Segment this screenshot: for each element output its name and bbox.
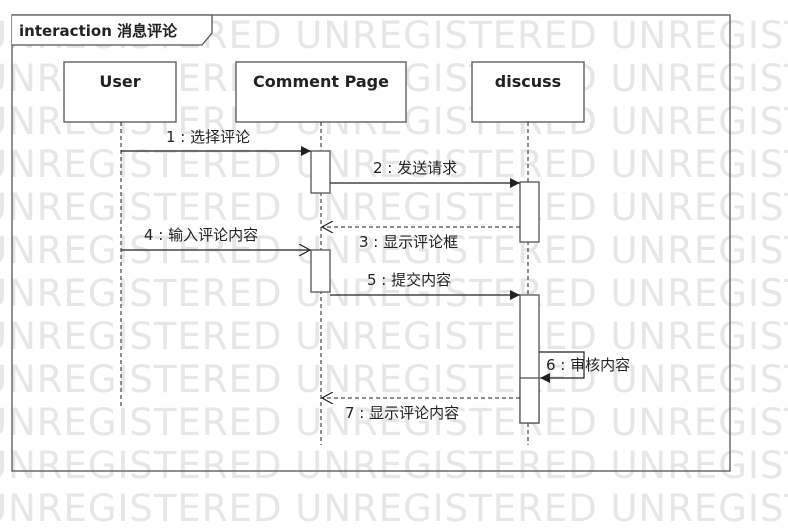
activation-bar bbox=[519, 377, 540, 424]
activation-bar bbox=[310, 150, 331, 194]
message-2: 2 : 发送请求 bbox=[330, 159, 520, 188]
message-4-label: 4 : 输入评论内容 bbox=[144, 226, 258, 244]
message-1-label: 1 : 选择评论 bbox=[166, 128, 250, 146]
message-1: 1 : 选择评论 bbox=[121, 128, 311, 156]
message-5: 5 : 提交内容 bbox=[330, 271, 520, 300]
lifeline-label-discuss: discuss bbox=[495, 72, 561, 91]
message-3-label: 3 : 显示评论框 bbox=[359, 233, 458, 251]
lifeline-label-user: User bbox=[99, 72, 140, 91]
frame-title-tab bbox=[12, 14, 213, 46]
message-7: 7 : 显示评论内容 bbox=[322, 398, 520, 422]
lifeline-user: User bbox=[63, 61, 177, 408]
activation-bar bbox=[310, 249, 331, 293]
message-4: 4 : 输入评论内容 bbox=[121, 226, 310, 250]
message-5-label: 5 : 提交内容 bbox=[367, 271, 451, 289]
message-6-label: 6 : 审核内容 bbox=[546, 356, 630, 374]
activation-bar bbox=[519, 181, 540, 243]
lifeline-head-user[interactable] bbox=[63, 61, 177, 123]
message-6-arrow bbox=[539, 351, 585, 383]
interaction-frame bbox=[11, 14, 731, 472]
message-6: 6 : 审核内容 bbox=[539, 351, 630, 383]
lifeline-comment-page: Comment Page bbox=[235, 61, 407, 445]
lifeline-head-comment-page[interactable] bbox=[235, 61, 407, 123]
frame-title: interaction 消息评论 bbox=[19, 22, 178, 40]
message-2-label: 2 : 发送请求 bbox=[373, 159, 457, 177]
message-3: 3 : 显示评论框 bbox=[322, 227, 520, 251]
lifeline-head-discuss[interactable] bbox=[471, 61, 585, 123]
message-7-label: 7 : 显示评论内容 bbox=[345, 404, 459, 422]
lifeline-label-comment-page: Comment Page bbox=[253, 72, 389, 91]
